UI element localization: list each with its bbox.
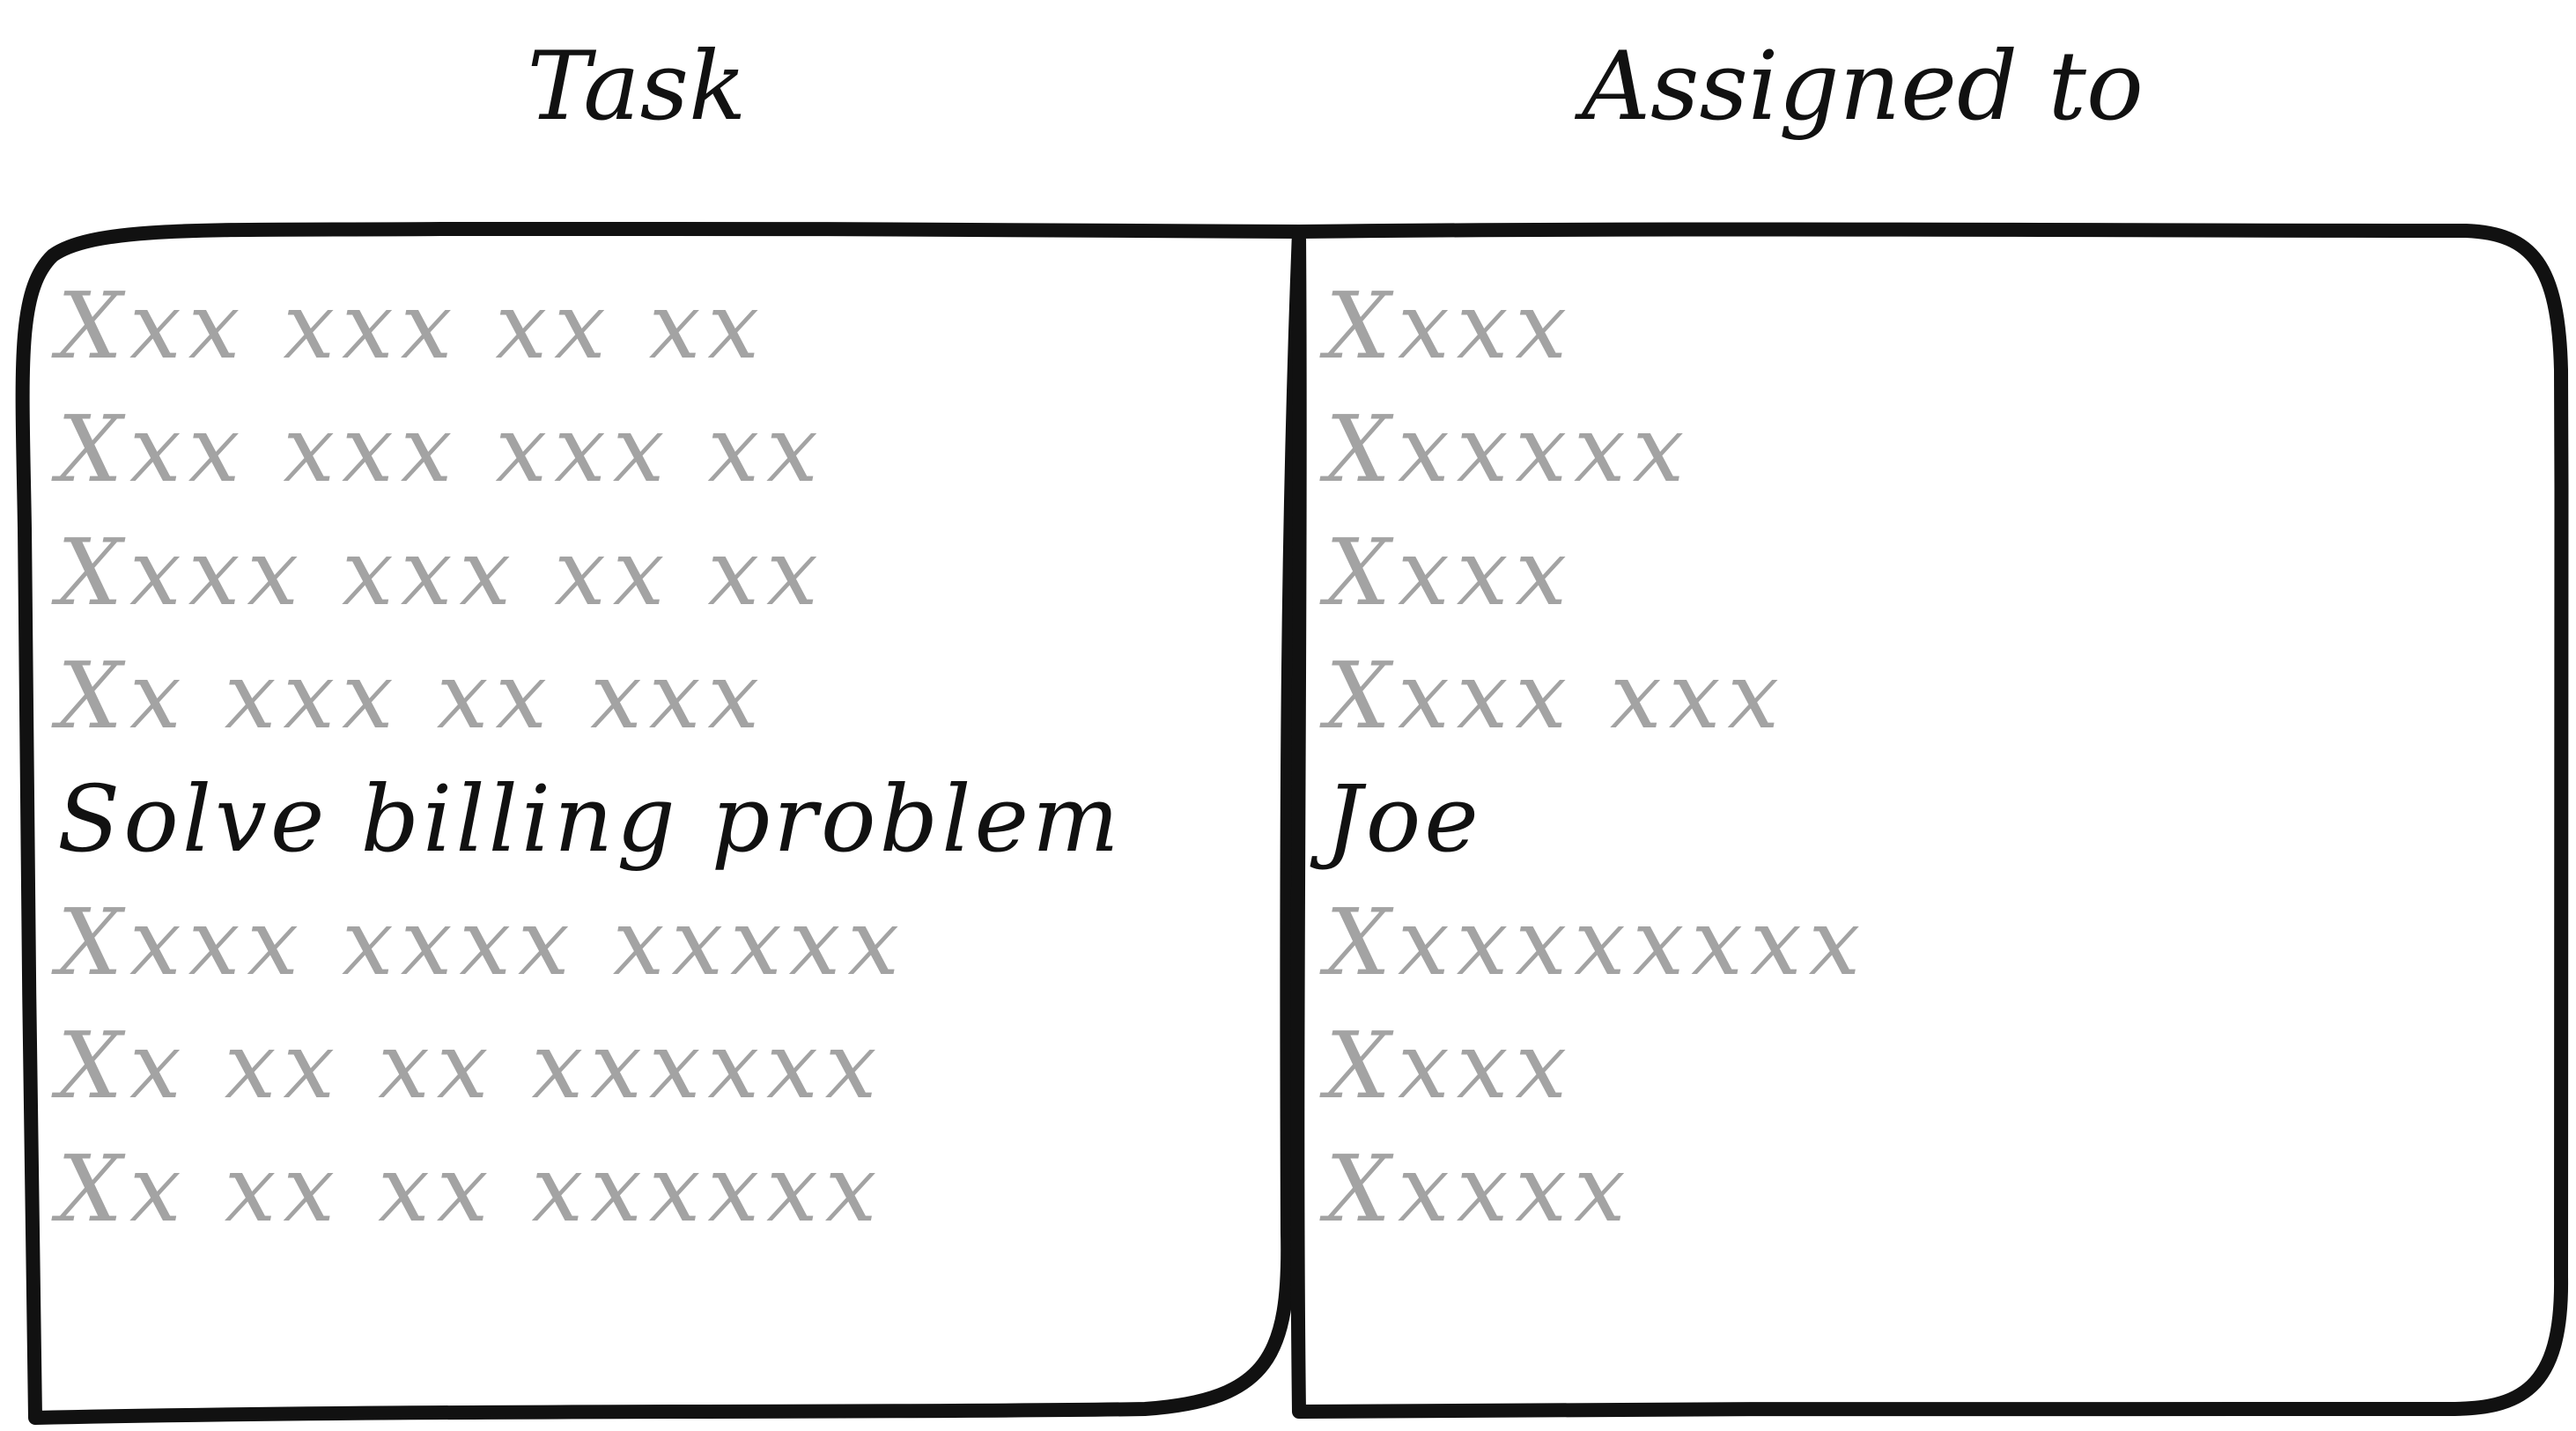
task-column-border [15,221,1306,1425]
task-cell: Xxx xxx xx xx [57,272,767,380]
task-cell: Solve billing problem [57,765,1123,873]
task-cell: Xxxx xxxx xxxxx [57,889,906,996]
task-list: Xxx xxx xx xx Xxx xxx xxx xx Xxxx xxx xx… [57,264,1123,1250]
task-cell: Xxxx xxx xx xx [57,519,825,626]
task-header: Task [527,32,747,142]
assignee-list: Xxxx Xxxxxx Xxxx Xxxx xxx Joe Xxxxxxxxx … [1325,264,1867,1250]
assignee-cell: Xxxxx [1325,1135,1633,1243]
assignee-cell: Joe [1325,765,1482,873]
task-cell: Xxx xxx xxx xx [57,395,825,503]
assignee-cell: Xxxx [1325,519,1574,626]
assignee-cell: Xxxx [1325,272,1574,380]
assigned-column-border [1290,222,2569,1419]
assignee-cell: Xxxx [1325,1012,1574,1119]
task-cell: Xx xx xx xxxxxx [57,1135,884,1243]
assignee-cell: Xxxx xxx [1325,642,1787,749]
assignee-cell: Xxxxxx [1325,395,1692,503]
assigned-to-header: Assigned to [1582,32,2144,142]
assignee-cell: Xxxxxxxxx [1325,889,1868,996]
task-cell: Xx xxx xx xxx [57,642,767,749]
task-cell: Xx xx xx xxxxxx [57,1012,884,1119]
